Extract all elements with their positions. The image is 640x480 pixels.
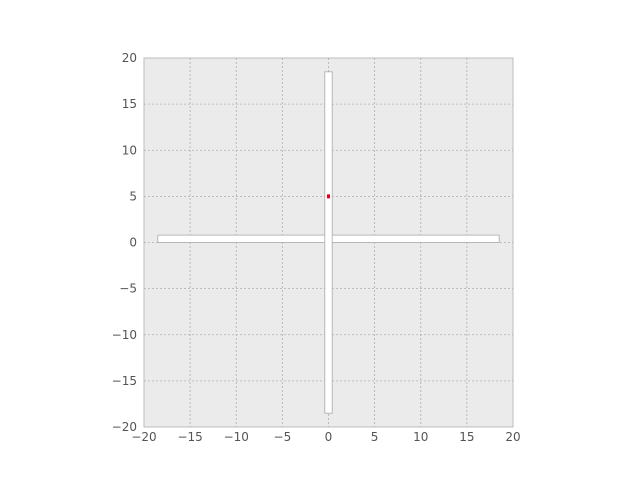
x-tick-label: 5 — [371, 430, 379, 444]
x-tick-labels: −20 −15 −10 −5 0 5 10 15 20 — [131, 430, 520, 444]
y-tick-label: −5 — [119, 282, 137, 296]
y-tick-label: −10 — [112, 328, 137, 342]
x-tick-label: 15 — [459, 430, 474, 444]
x-tick-label: −15 — [177, 430, 202, 444]
x-tick-label: 0 — [325, 430, 333, 444]
x-tick-label: −10 — [224, 430, 249, 444]
y-tick-label: 10 — [122, 143, 137, 157]
shapes — [157, 71, 500, 414]
x-tick-label: 10 — [413, 430, 428, 444]
y-tick-label: −15 — [112, 374, 137, 388]
y-tick-labels: −20 −15 −10 −5 0 5 10 15 20 — [112, 51, 137, 434]
points — [327, 194, 330, 199]
y-tick-label: −20 — [112, 420, 137, 434]
x-tick-label: 20 — [505, 430, 520, 444]
data-point — [327, 194, 330, 199]
x-tick-label: −20 — [131, 430, 156, 444]
x-tick-label: −5 — [274, 430, 292, 444]
y-tick-label: 5 — [129, 189, 137, 203]
y-tick-label: 15 — [122, 97, 137, 111]
y-tick-label: 20 — [122, 51, 137, 65]
y-tick-label: 0 — [129, 236, 137, 250]
vertical-bar — [324, 71, 333, 414]
